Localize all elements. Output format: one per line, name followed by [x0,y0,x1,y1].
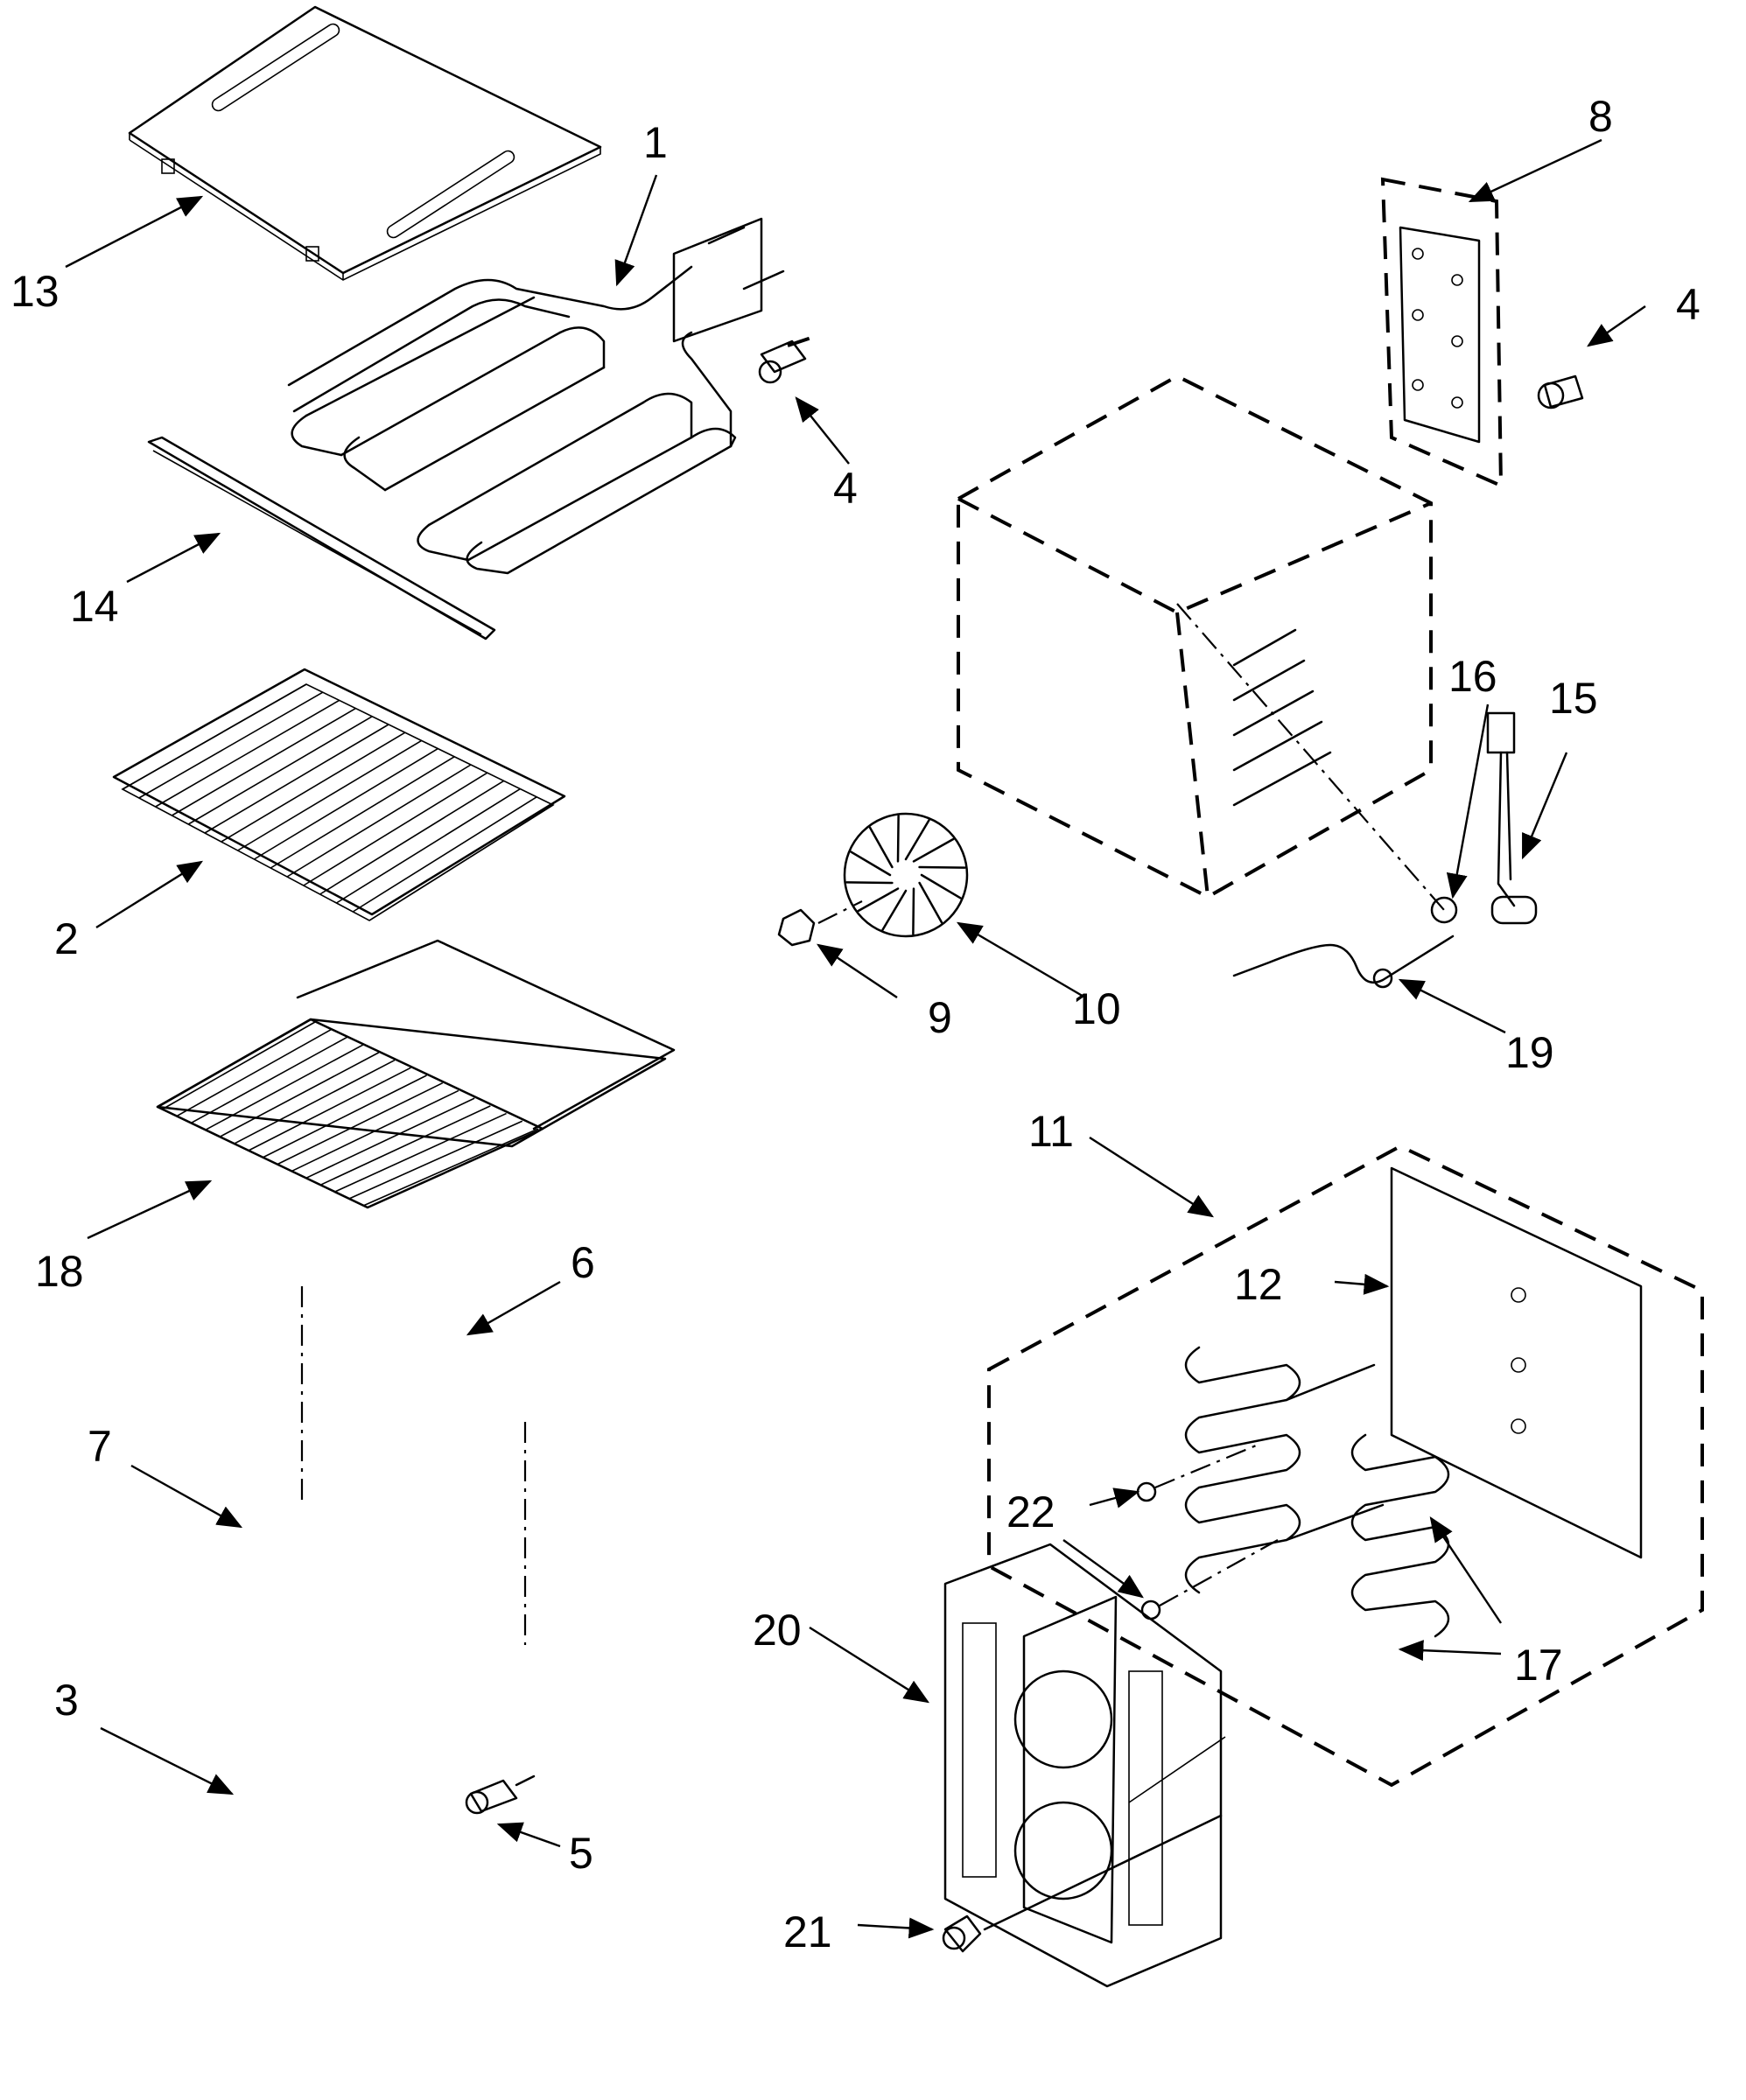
line-detail [912,837,955,863]
callout-5: 5 [569,1829,593,1878]
line-detail [319,780,505,895]
callout-15: 15 [1549,674,1598,723]
line-detail [270,756,455,869]
part-20-rear-panel [943,1543,1226,1988]
part-21-screw [942,1814,1223,1953]
line-detail [171,707,356,816]
line-detail [845,881,894,885]
callout-1: 1 [643,118,668,167]
line-detail [335,788,521,904]
line-detail [237,739,423,851]
callout-6: 6 [571,1238,595,1287]
line-detail [896,815,900,863]
line-detail [348,1120,523,1200]
line-detail [362,1128,539,1207]
oven-cavity [957,374,1445,911]
line-detail [920,873,962,900]
line-detail [187,716,373,825]
part-19-probe [1232,934,1455,989]
line-detail [868,826,894,869]
line-detail [155,699,340,808]
part-18-roll-out-rack [156,939,676,1209]
callout-19: 19 [1505,1028,1554,1077]
callout-9: 9 [928,993,952,1042]
line-detail [122,683,307,790]
line-detail [286,764,472,878]
callout-14: 14 [70,582,119,631]
part-2-oven-rack [112,668,566,921]
line-detail [881,889,908,931]
line-detail [319,1105,491,1186]
part-5-screw [465,1774,536,1815]
line-detail [233,1059,396,1144]
line-detail [262,1074,427,1158]
callout-12: 12 [1234,1260,1283,1309]
callout-3: 3 [54,1676,79,1725]
callout-2: 2 [54,914,79,963]
part-15-sensor [1486,711,1538,925]
callout-20: 20 [753,1606,802,1655]
callout-7: 7 [88,1422,112,1471]
line-detail [303,772,488,886]
part-1-broil-element [287,217,785,575]
callout-4-upper-left: 4 [833,464,858,513]
callout-13: 13 [11,267,60,316]
callout-8: 8 [1588,92,1613,141]
callout-21: 21 [783,1908,832,1956]
oven-cavity-rack-guides [1232,628,1332,807]
callout-4-upper-right: 4 [1676,280,1700,329]
line-detail [248,1067,411,1152]
callout-10: 10 [1072,984,1121,1033]
line-detail [221,732,406,843]
leader-lines [65,138,1646,1939]
callout-17: 17 [1514,1641,1563,1690]
line-detail [291,1089,459,1172]
line-detail [352,796,537,913]
line-detail [918,881,943,924]
callout-18: 18 [35,1247,84,1296]
part-4-screw-b [1537,374,1584,410]
part-16-nut [1430,896,1458,924]
callout-11: 11 [1028,1107,1074,1156]
line-detail [161,1021,316,1110]
line-detail [138,691,324,799]
part-17-convection-elements [1184,1346,1450,1638]
line-detail [219,1052,380,1138]
line-detail [277,1082,444,1166]
line-detail [253,747,438,860]
part-12-back-panel [1390,1166,1643,1559]
callout-labels: 1 2 3 4 4 5 6 7 8 9 10 11 12 13 14 15 16… [11,92,1700,1956]
line-detail [918,865,966,869]
line-detail [204,1044,364,1131]
part-11-convection-assembly [987,1144,1704,1788]
part-14-bracket [147,436,496,640]
part-4-screw-a [758,335,815,384]
line-detail [305,1097,475,1180]
line-detail [850,850,892,877]
line-detail [190,1036,347,1124]
callout-16: 16 [1448,652,1497,701]
line-detail [912,887,915,935]
part-13-top-panel [128,5,602,281]
line-detail [904,819,930,861]
part-10-fan-blade [843,812,969,938]
line-detail [176,1029,332,1117]
line-detail [857,887,900,913]
line-detail [368,804,554,921]
line-detail [333,1112,507,1194]
part-22-screw-lower [1140,1539,1279,1620]
part-9-nut [777,900,863,947]
part-8-bracket-assembly [1380,177,1504,489]
callout-22: 22 [1006,1488,1055,1536]
line-detail [204,724,389,834]
